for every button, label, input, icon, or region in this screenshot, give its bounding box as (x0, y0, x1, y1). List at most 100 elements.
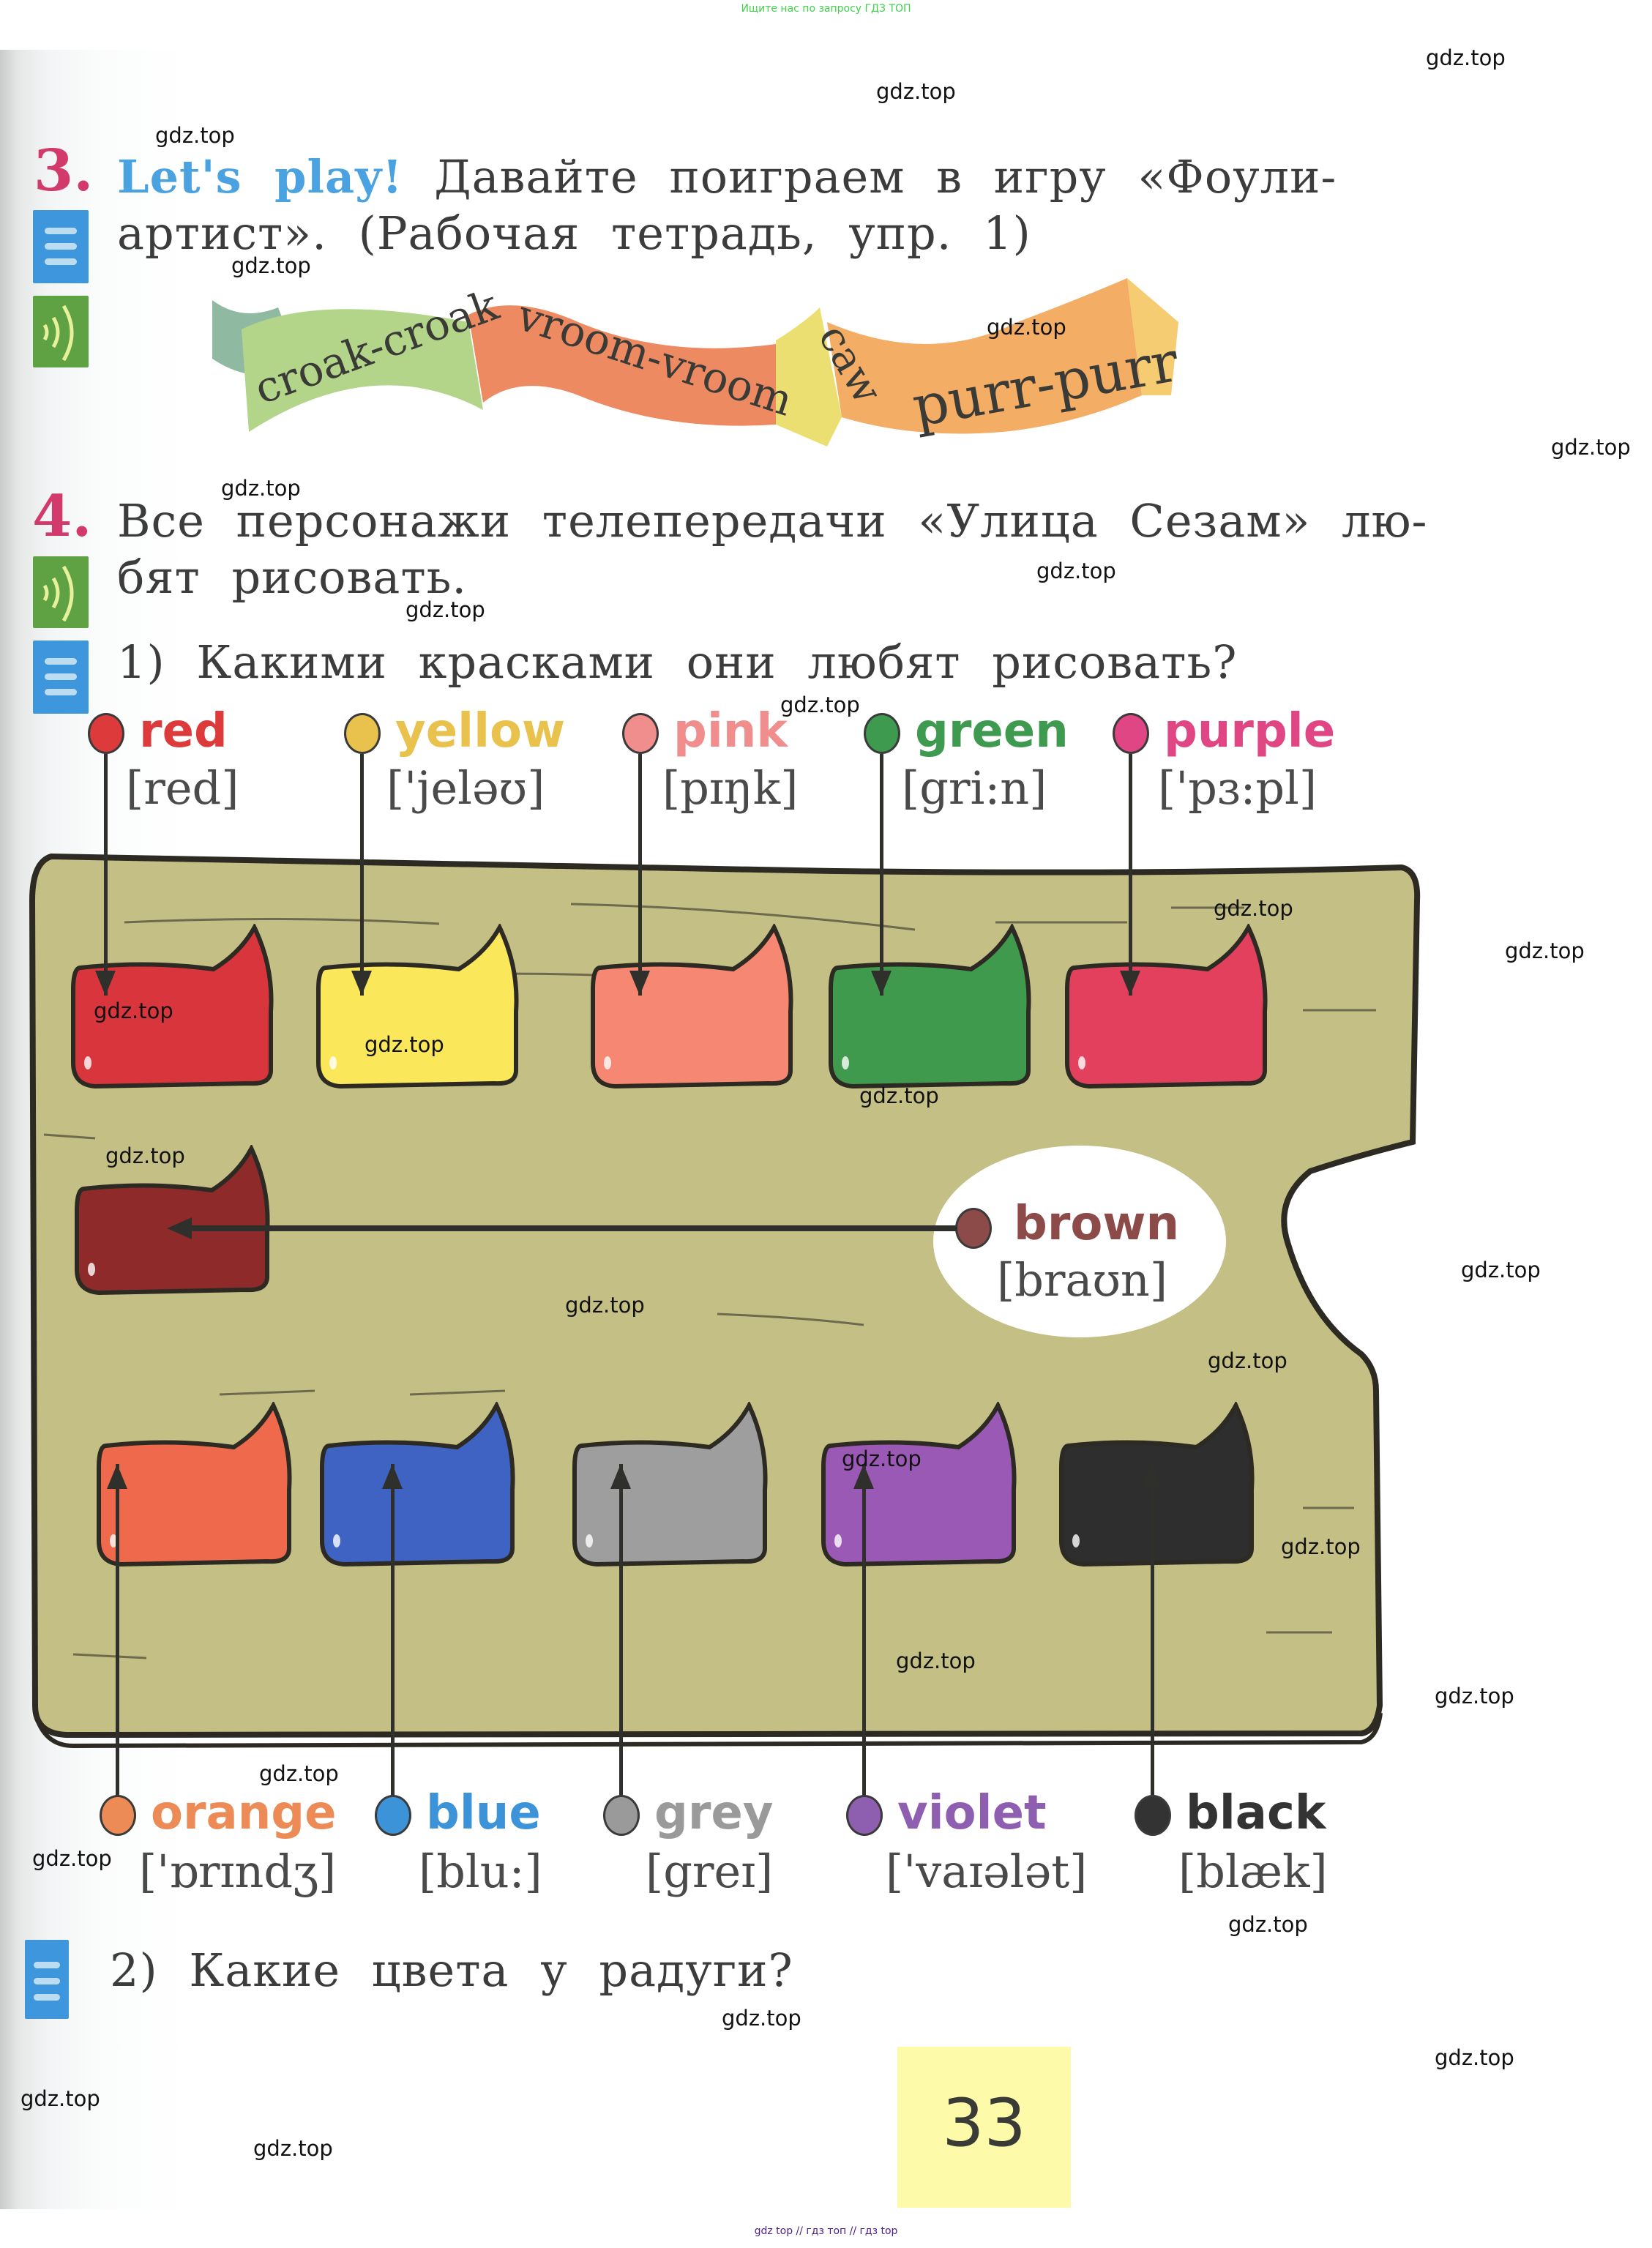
paint-violet (821, 1402, 1017, 1567)
pointer-line-blue (391, 1464, 395, 1797)
arrow-head-pink (629, 971, 650, 996)
exercise-3-line-1-text: Давайте поиграем в игру «Фоули- (434, 150, 1337, 203)
color-word-pink: pink (673, 704, 788, 758)
watermark: gdz.top (859, 1083, 939, 1108)
phonetic-red: [red] (126, 761, 239, 815)
banner-caw (776, 307, 842, 447)
text-icon (33, 641, 89, 714)
exercise-3-number: 3. (34, 138, 94, 204)
watermark: gdz.top (253, 2136, 333, 2161)
watermark: gdz.top (1461, 1258, 1541, 1282)
watermark: gdz.top (231, 253, 311, 278)
color-word-green: green (915, 704, 1069, 758)
brown-pointer-line (183, 1225, 957, 1231)
exercise-3-line-1: Let's play! Давайте поиграем в игру «Фоу… (117, 150, 1337, 203)
arrow-head-black (1142, 1464, 1162, 1489)
watermark: gdz.top (1505, 938, 1585, 963)
pointer-line-red (104, 754, 108, 996)
arrow-head-blue (382, 1464, 403, 1489)
paint-grey (572, 1402, 768, 1567)
phonetic-purple: ['pɜ:pl] (1158, 761, 1318, 815)
green-color-dot (864, 713, 900, 754)
watermark: gdz.top (722, 2006, 801, 2031)
phonetic-brown: [braʊn] (997, 1253, 1168, 1307)
grey-color-dot (603, 1795, 640, 1836)
watermark: gdz.top (1426, 45, 1506, 70)
pink-color-dot (622, 713, 659, 754)
phonetic-green: [gri:n] (902, 761, 1047, 815)
watermark: gdz.top (1435, 1684, 1514, 1709)
color-word-violet: violet (897, 1786, 1047, 1840)
exercise-3-line-2: артист». (Рабочая тетрадь, упр. 1) (117, 206, 1031, 260)
brown-arrow-head (167, 1217, 192, 1239)
paint-black (1059, 1402, 1255, 1567)
text-icon (33, 210, 89, 283)
pointer-line-grey (619, 1464, 623, 1797)
pointer-line-black (1151, 1464, 1154, 1797)
watermark: gdz.top (32, 1846, 112, 1871)
page-number: 33 (942, 2085, 1026, 2162)
arrow-head-grey (610, 1464, 631, 1489)
arrow-head-red (95, 971, 116, 996)
banner-purr (827, 278, 1142, 434)
phonetic-orange: ['ɒrɪndʒ] (139, 1845, 337, 1898)
pointer-line-yellow (360, 754, 364, 996)
paint-green (829, 924, 1031, 1089)
watermark: gdz.top (780, 692, 860, 717)
pointer-line-green (880, 754, 883, 996)
exercise-4-line-1: Все персонажи телепередачи «Улица Сезам»… (117, 494, 1428, 548)
watermark: gdz.top (1435, 2045, 1514, 2070)
pointer-line-purple (1129, 754, 1132, 996)
watermark: gdz.top (20, 2086, 100, 2111)
black-color-dot (1135, 1795, 1171, 1836)
lets-play-label: Let's play! (117, 150, 403, 203)
paint-orange (97, 1402, 292, 1567)
task-2-question: 2) Какие цвета у радуги? (110, 1943, 793, 1997)
watermark: gdz.top (987, 315, 1066, 340)
paint-yellow (316, 924, 519, 1089)
brown-color-dot (955, 1208, 992, 1249)
color-word-brown: brown (1014, 1197, 1180, 1251)
blue-color-dot (375, 1795, 411, 1836)
watermark: gdz.top (1208, 1348, 1287, 1373)
orange-color-dot (100, 1795, 136, 1836)
audio-icon (33, 556, 89, 628)
sound-banners (212, 278, 1178, 447)
color-word-red: red (139, 704, 228, 758)
color-word-orange: orange (151, 1786, 337, 1840)
phonetic-violet: ['vaɪələt] (886, 1845, 1088, 1898)
watermark: gdz.top (1281, 1534, 1361, 1559)
color-word-purple: purple (1164, 704, 1336, 758)
watermark: gdz.top (842, 1446, 922, 1471)
arrow-head-yellow (351, 971, 372, 996)
watermark: gdz.top (565, 1293, 645, 1318)
pointer-line-orange (116, 1464, 119, 1797)
paint-blue (320, 1402, 515, 1567)
watermark: gdz.top (105, 1143, 185, 1168)
phonetic-pink: [pɪŋk] (662, 761, 799, 815)
color-word-black: black (1186, 1786, 1326, 1840)
watermark: gdz.top (405, 597, 485, 622)
red-color-dot (88, 713, 124, 754)
yellow-color-dot (344, 713, 381, 754)
exercise-4-line-2: бят рисовать. (117, 550, 468, 604)
watermark: gdz.top (1214, 896, 1293, 921)
pointer-line-violet (862, 1464, 866, 1797)
watermark: gdz.top (259, 1761, 339, 1786)
watermark: gdz.top (94, 998, 173, 1023)
exercise-4-number: 4. (32, 483, 92, 550)
paint-red (71, 924, 274, 1089)
color-word-yellow: yellow (395, 704, 566, 758)
audio-icon (33, 296, 89, 367)
phonetic-blue: [blu:] (419, 1845, 542, 1898)
watermark: gdz.top (365, 1032, 444, 1057)
arrow-head-green (871, 971, 892, 996)
color-word-grey: grey (654, 1786, 774, 1840)
violet-color-dot (846, 1795, 883, 1836)
arrow-head-orange (107, 1464, 127, 1489)
pointer-line-pink (638, 754, 642, 996)
watermark: gdz.top (1228, 1912, 1308, 1937)
arrow-head-purple (1120, 971, 1140, 996)
arrow-head-violet (853, 1464, 874, 1489)
task-1-question: 1) Какими красками они любят рисовать? (117, 635, 1238, 689)
